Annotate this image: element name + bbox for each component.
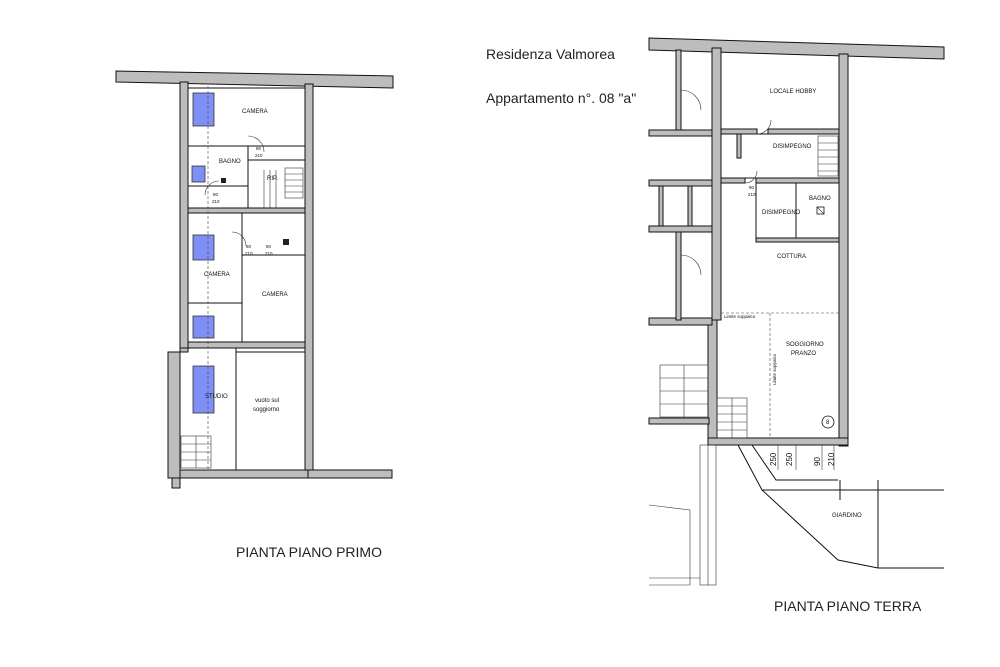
door-swing-disimpegno xyxy=(744,170,758,184)
door-dim-4-top: 80 xyxy=(266,244,272,249)
label-limite-soppalco-h: Limite soppalco xyxy=(724,314,756,319)
skylight-studio xyxy=(192,365,215,414)
ground-floor-left-wall-lower xyxy=(707,319,718,445)
first-floor-bottom-stair xyxy=(180,435,212,469)
label-disimpegno-top: DISIMPEGNO xyxy=(773,144,812,150)
unit-number: 8 xyxy=(826,420,830,426)
ground-floor-lower-left-structures xyxy=(648,444,717,586)
label-void-line2: soggiorno xyxy=(253,407,280,413)
disimpegno-bottom-wall-left xyxy=(720,177,746,184)
void-outline xyxy=(235,351,306,471)
label-giardino: GIARDINO xyxy=(832,513,862,519)
label-void-line1: vuoto sul xyxy=(255,398,279,404)
first-floor-column-small xyxy=(221,178,226,183)
skylight-camera-left xyxy=(192,234,215,261)
ground-floor-plan: 8 LOCALE HOBBY DISIMPEGNO BAGNO DISIMPEG… xyxy=(648,37,945,586)
door-swing-camera-top xyxy=(247,135,265,153)
door-swing-neighbor-2 xyxy=(680,254,702,276)
label-studio: STUDIO xyxy=(205,394,228,400)
label-limite-soppalco-v: Limite soppalco xyxy=(772,353,777,385)
label-pranzo: PRANZO xyxy=(791,351,816,357)
camera-right-outline xyxy=(241,254,306,346)
bagno-bottom-wall xyxy=(755,237,840,243)
dim-label-a: 250 xyxy=(769,452,778,466)
first-floor-top-wall xyxy=(115,70,394,89)
label-camera-top: CAMERA xyxy=(242,109,268,115)
skylight-camera-right xyxy=(192,315,215,339)
bagno-ground-outline xyxy=(795,182,840,241)
skylight-bagno xyxy=(191,165,206,183)
neighbor-wall-5 xyxy=(648,417,710,425)
project-name: Residenza Valmorea xyxy=(486,46,615,62)
ground-floor-main-stair xyxy=(716,397,748,439)
first-floor-mid-wall xyxy=(187,207,306,214)
neighbor-wall-v4 xyxy=(687,185,693,227)
skylight-camera-top xyxy=(192,92,215,127)
first-floor-plan: CAMERA BAGNO RIP. CAMERA CAMERA STUDIO v… xyxy=(115,70,394,489)
first-floor-bottom-right-wall xyxy=(304,469,393,479)
first-floor-bottom-wall xyxy=(167,469,309,479)
neighbor-wall-v3 xyxy=(658,185,664,227)
door-swing-camera-left xyxy=(231,231,247,247)
neighbor-wall-v2 xyxy=(675,231,682,321)
ground-floor-right-wall xyxy=(838,53,849,447)
apartment-number: Appartamento n°. 08 "a" xyxy=(486,90,637,106)
ground-floor-left-wall-upper xyxy=(711,47,722,321)
door-swing-bagno xyxy=(204,180,220,196)
ground-door-dim-top: 80 xyxy=(749,185,755,190)
door-dim-3-top: 80 xyxy=(246,244,252,249)
door-dim-4-bottom: 210 xyxy=(265,251,273,256)
first-floor-caption: PIANTA PIANO PRIMO xyxy=(236,544,382,560)
ground-door-dim-bottom: 210 xyxy=(748,192,756,197)
bagno-shower xyxy=(816,206,825,215)
door-dim-1-top: 80 xyxy=(256,146,262,151)
door-swing-neighbor-1 xyxy=(680,89,702,111)
unit-number-circle xyxy=(821,415,835,429)
label-camera-right: CAMERA xyxy=(262,292,288,298)
bagno-shower-mark xyxy=(816,206,825,215)
label-bagno-ground: BAGNO xyxy=(809,196,831,202)
door-dim-2-top: 80 xyxy=(213,192,219,197)
door-dim-3-bottom: 210 xyxy=(245,251,253,256)
door-dim-2-bottom: 210 xyxy=(212,199,220,204)
ground-floor-bottom-wall xyxy=(707,437,849,446)
ground-floor-caption: PIANTA PIANO TERRA xyxy=(774,598,922,614)
door-swing-hobby xyxy=(756,119,772,135)
disimpegno-bottom-wall-right xyxy=(755,177,840,184)
disimpegno-divider xyxy=(736,133,742,159)
neighbor-wall-3 xyxy=(648,225,713,233)
neighbor-wall-v1 xyxy=(675,49,682,131)
dim-label-b: 250 xyxy=(785,452,794,466)
first-floor-lower-wall xyxy=(187,341,306,349)
garden-outline xyxy=(737,444,944,569)
first-floor-wall-stub xyxy=(171,477,181,489)
neighbor-stair xyxy=(659,364,709,418)
door-dim-1-bottom: 210 xyxy=(255,153,263,158)
hobby-wall-left xyxy=(720,128,758,135)
label-camera-left: CAMERA xyxy=(204,272,230,278)
label-soggiorno: SOGGIORNO xyxy=(786,342,824,348)
rip-outline xyxy=(247,159,306,211)
neighbor-wall-1 xyxy=(648,129,713,137)
first-floor-column xyxy=(283,239,289,245)
label-cottura: COTTURA xyxy=(777,254,806,260)
ground-floor-inner-stair xyxy=(817,135,839,177)
first-floor-top-stair xyxy=(263,167,304,210)
ground-floor-top-wall xyxy=(648,37,945,60)
dim-label-c: 90 xyxy=(813,457,822,466)
first-floor-lower-left-wall xyxy=(167,351,181,479)
label-disimpegno-small: DISIMPEGNO xyxy=(762,210,801,216)
hobby-wall-right xyxy=(767,128,840,135)
dim-label-d: 210 xyxy=(827,452,836,466)
first-floor-right-wall xyxy=(304,83,314,475)
label-bagno: BAGNO xyxy=(219,159,241,165)
label-rip: RIP. xyxy=(267,176,278,182)
label-locale-hobby: LOCALE HOBBY xyxy=(770,89,816,95)
first-floor-left-wall xyxy=(179,81,189,353)
neighbor-wall-2 xyxy=(648,179,713,187)
